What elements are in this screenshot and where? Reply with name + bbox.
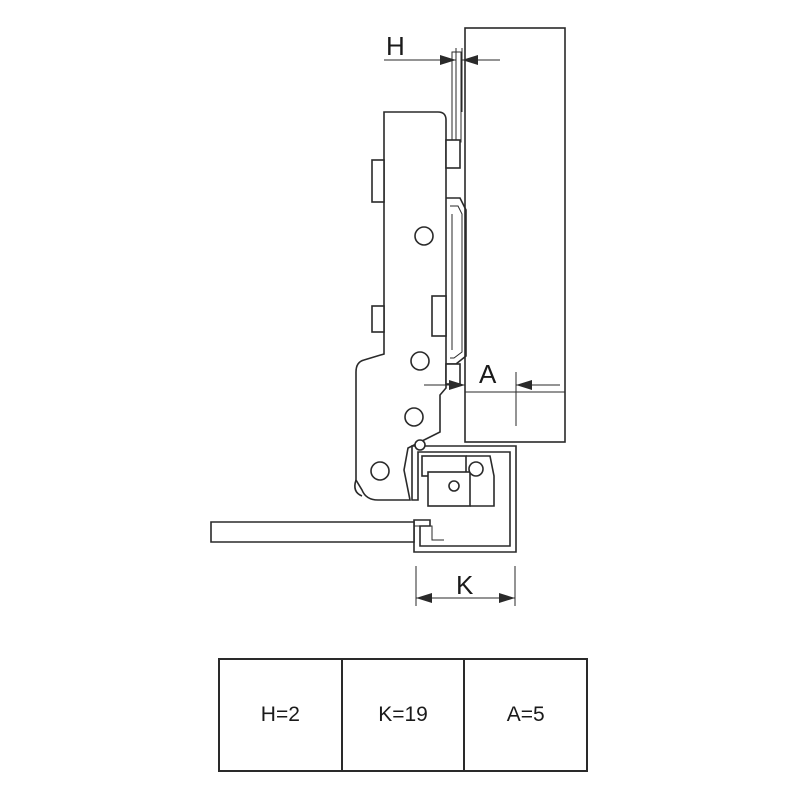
dimension-h: H bbox=[384, 31, 500, 112]
dimension-k-label: K bbox=[456, 570, 474, 600]
cabinet-side bbox=[210, 521, 415, 543]
screw-hole bbox=[414, 226, 434, 246]
spec-cell-k: K=19 bbox=[343, 660, 466, 770]
screw-hole bbox=[370, 461, 390, 481]
dimension-k: K bbox=[415, 566, 516, 606]
hinge-slot bbox=[446, 197, 467, 365]
screw-hole bbox=[410, 351, 430, 371]
dimension-a-label: A bbox=[479, 359, 497, 389]
door-panel bbox=[464, 27, 566, 443]
dimension-a: A bbox=[424, 359, 565, 426]
screw-hole bbox=[404, 407, 424, 427]
spec-cell-a: A=5 bbox=[506, 703, 545, 726]
hinge-arm bbox=[355, 111, 447, 501]
dimension-h-label: H bbox=[386, 31, 405, 61]
spec-cell-h: H=2 bbox=[220, 660, 343, 770]
spec-table: H=2 K=19 A=5 bbox=[218, 658, 588, 772]
